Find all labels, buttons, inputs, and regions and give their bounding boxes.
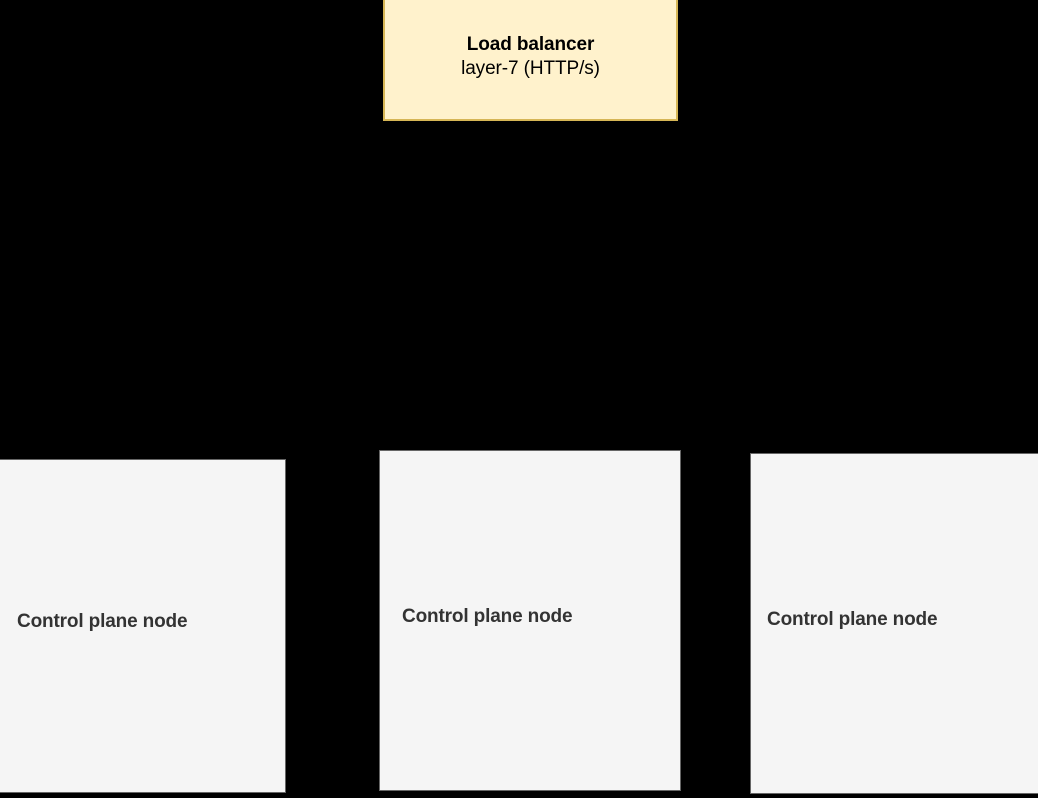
control-plane-node-1-label: Control plane node — [17, 611, 188, 632]
load-balancer-title: Load balancer — [466, 34, 595, 56]
control-plane-node-1[interactable]: Control plane node — [0, 459, 286, 793]
control-plane-node-3[interactable]: Control plane node — [750, 453, 1038, 794]
control-plane-node-2[interactable]: Control plane node — [379, 450, 681, 791]
load-balancer-subtitle: layer-7 (HTTP/s) — [461, 57, 600, 79]
load-balancer-node[interactable]: Load balancer layer-7 (HTTP/s) — [383, 0, 678, 121]
control-plane-node-3-label: Control plane node — [767, 608, 938, 630]
control-plane-node-2-label: Control plane node — [402, 606, 573, 627]
